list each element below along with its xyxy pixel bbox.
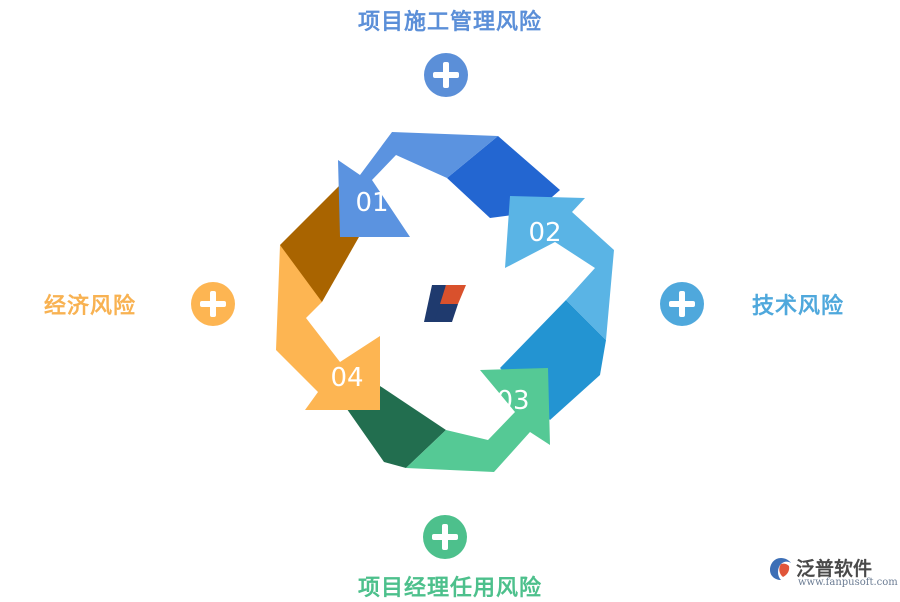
segment-3-arrow — [406, 368, 550, 472]
step-number-02: 02 — [528, 218, 562, 248]
segment-1-arrow — [338, 132, 498, 237]
step-number-04: 04 — [330, 363, 364, 393]
label-economic-risk: 经济风险 — [44, 294, 137, 319]
segment-4-arrow — [276, 245, 380, 410]
step-number-03: 03 — [496, 386, 530, 416]
label-technical-risk: 技术风险 — [752, 294, 845, 319]
brand-name: 泛普软件 — [796, 558, 873, 580]
label-manager-risk: 项目经理任用风险 — [357, 576, 542, 601]
label-construction-risk: 项目施工管理风险 — [357, 10, 542, 35]
company-logo-icon — [424, 285, 466, 322]
step-number-01: 01 — [355, 188, 389, 218]
brand-logo-icon — [770, 558, 791, 580]
brand-url: www.fanpusoft.com — [798, 577, 898, 588]
plus-circle-icon[interactable] — [423, 52, 469, 98]
brand-watermark: 泛普软件 www.fanpusoft.com — [768, 552, 898, 592]
plus-circle-icon[interactable] — [422, 514, 468, 560]
segment-2-arrow — [505, 196, 614, 340]
plus-circle-icon[interactable] — [659, 281, 705, 327]
plus-circle-icon[interactable] — [190, 281, 236, 327]
